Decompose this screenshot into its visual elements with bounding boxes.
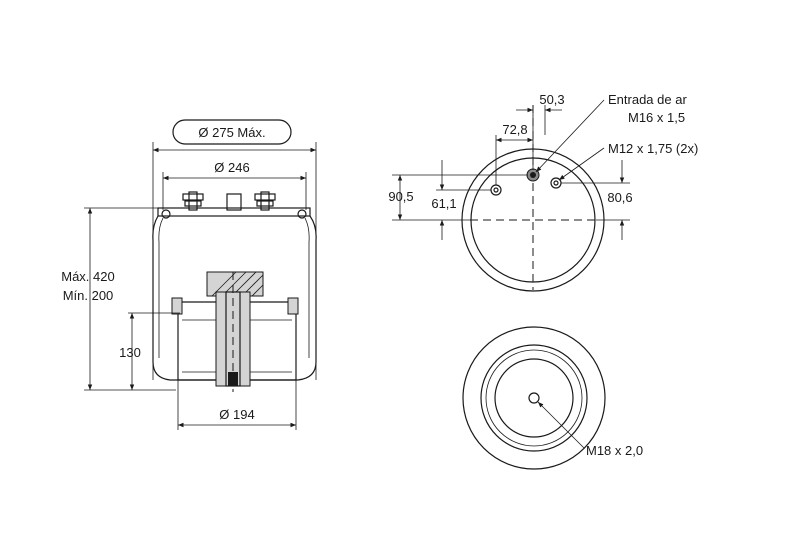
piston-lip-left: [171, 297, 183, 315]
bottom-ring-mid: [485, 349, 583, 447]
air-inlet-label: Entrada de ar: [608, 92, 687, 107]
piston-height-label: 130: [119, 345, 141, 360]
bead-diameter-label: Ø 246: [214, 160, 249, 175]
bottom-ring-outer: [480, 344, 588, 452]
bolt-hole-left: [490, 184, 502, 196]
stud-left: [182, 191, 204, 211]
bottom-view: M18 x 2,0: [462, 326, 643, 470]
plate-bolt-left: [161, 209, 171, 219]
overall-diameter-label: Ø 275 Máx.: [198, 125, 265, 140]
bolt-offset-label: 72,8: [502, 122, 527, 137]
bolt-thread-leader: [558, 147, 605, 181]
air-offset-label: 50,3: [539, 92, 564, 107]
plate-bolt-right: [297, 209, 307, 219]
side-view: Ø 275 Máx. Ø 246: [61, 119, 317, 430]
height-max-label: Máx. 420: [61, 269, 114, 284]
height-min-label: Mín. 200: [63, 288, 114, 303]
bottom-thread-label: M18 x 2,0: [586, 443, 643, 458]
right-height-label: 80,6: [607, 190, 632, 205]
bottom-outer-circle: [462, 326, 606, 470]
top-view: 50,3 72,8 90,5 61,1 80,6 Entrada de ar M…: [388, 92, 698, 292]
bolt-height-label: 61,1: [431, 196, 456, 211]
piston-diameter-label: Ø 194: [219, 407, 254, 422]
air-inlet-fitting: [226, 193, 242, 211]
bellow-inner-left: [158, 217, 164, 358]
overall-diameter-frame: [172, 119, 292, 145]
outer-height-label: 90,5: [388, 189, 413, 204]
top-plate: [157, 207, 311, 217]
air-inlet-thread-label: M16 x 1,5: [628, 110, 685, 125]
bellow-inner-right: [304, 217, 310, 358]
air-inlet-leader: [535, 99, 605, 173]
bottom-thread-hole: [528, 392, 540, 404]
bottom-thread-leader: [537, 401, 585, 449]
bolt-thread-label: M12 x 1,75 (2x): [608, 141, 698, 156]
piston-lip-right: [287, 297, 299, 315]
bottom-inner-circle: [494, 358, 574, 438]
stud-right: [254, 191, 276, 211]
